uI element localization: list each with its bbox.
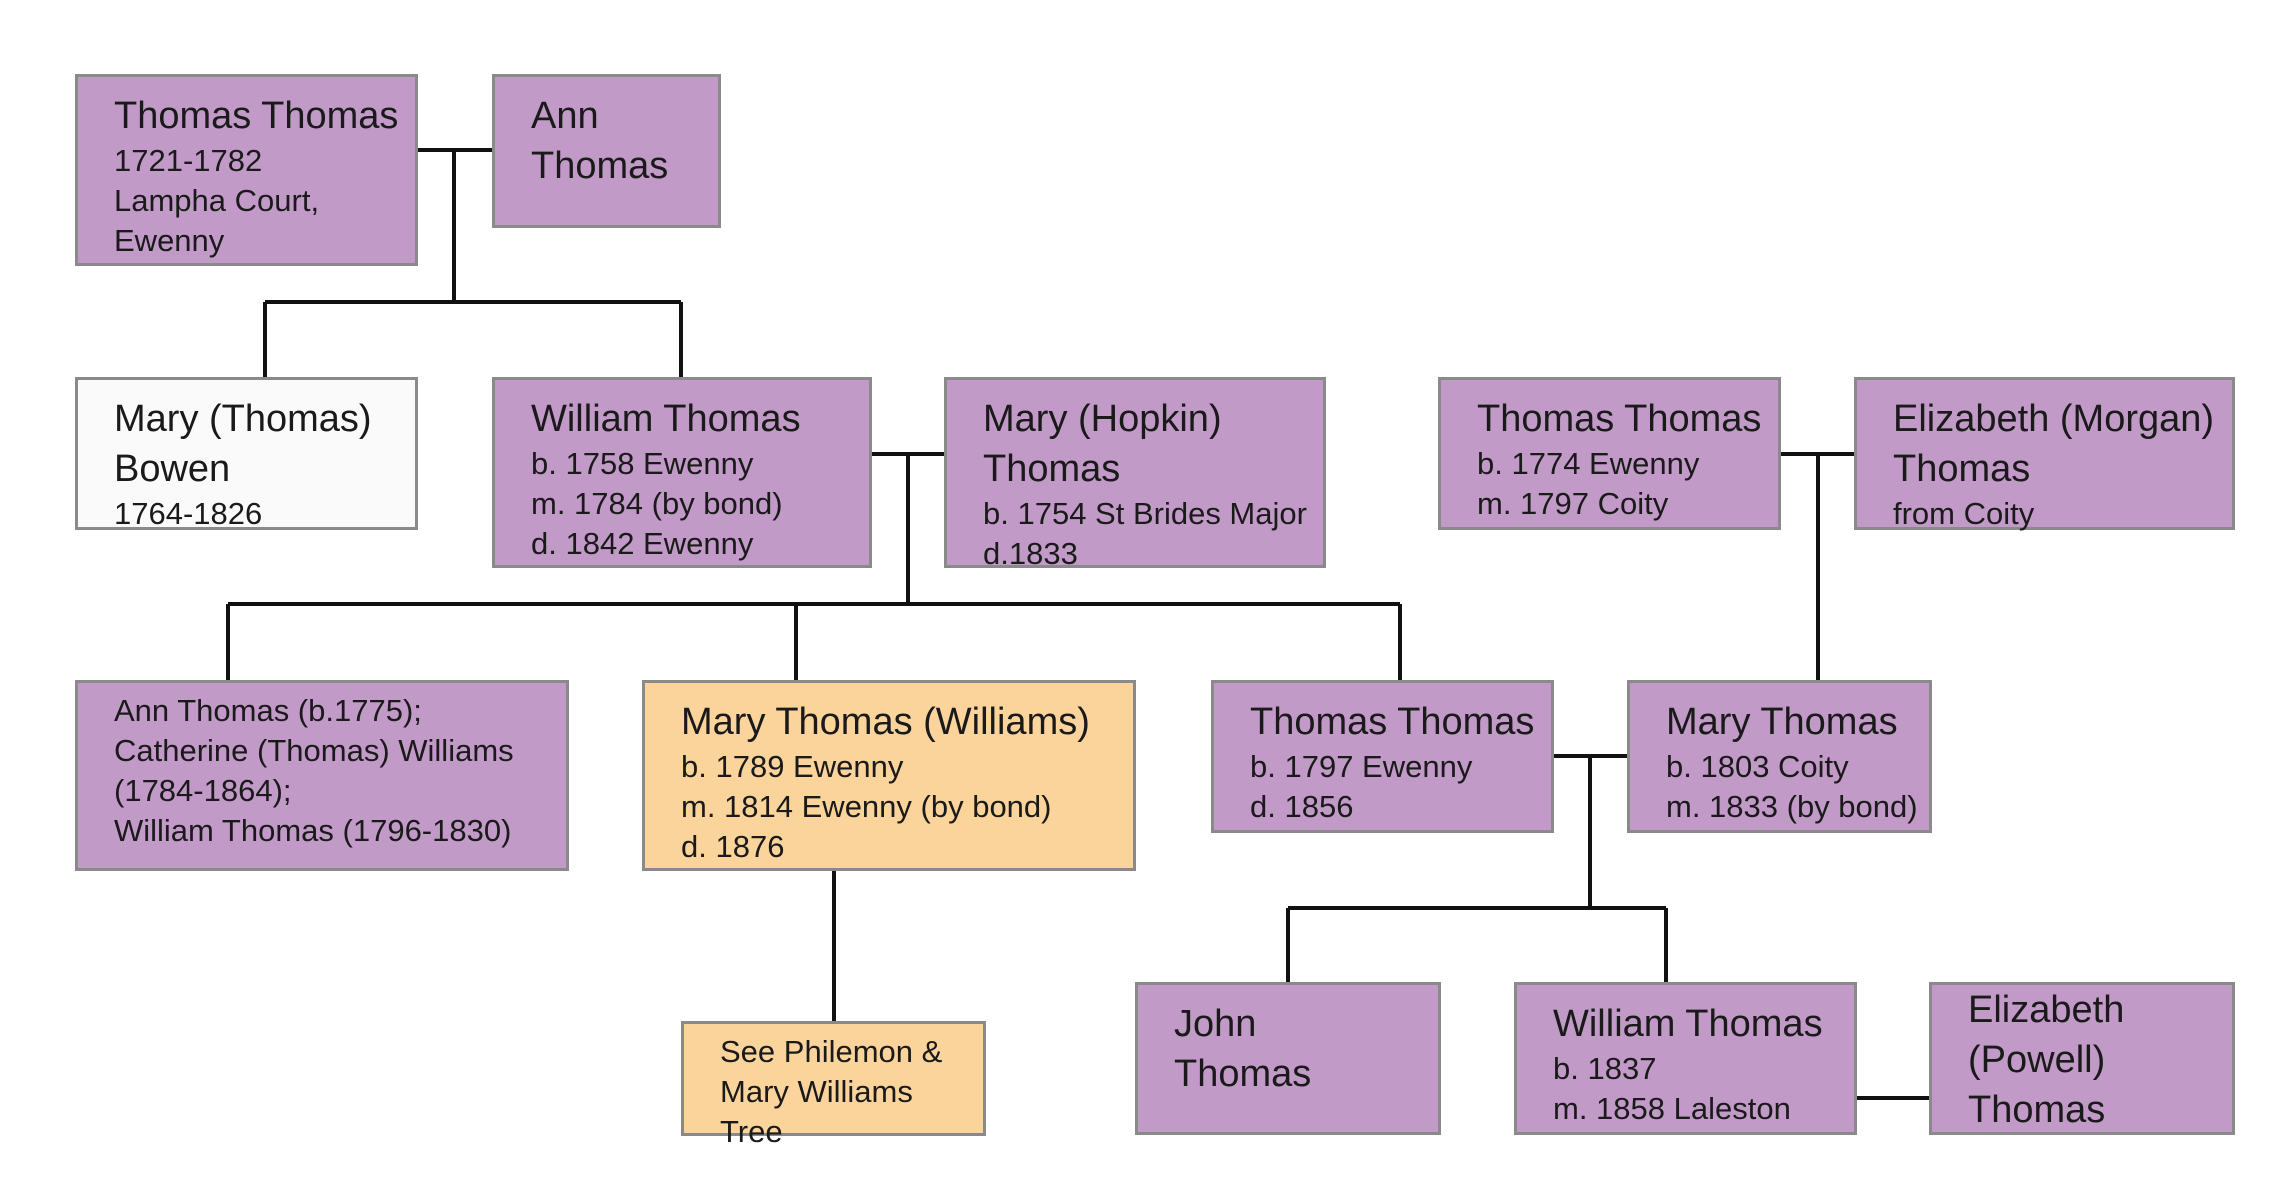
person-detail: d. 1876 <box>681 829 785 864</box>
person-detail: m. 1797 Coity <box>1477 486 1669 521</box>
person-box-thomas-thomas-1721: Thomas Thomas 1721-1782 Lampha Court, Ew… <box>75 74 418 266</box>
person-box-mary-thomas-williams: Mary Thomas (Williams) b. 1789 Ewenny m.… <box>642 680 1136 871</box>
person-detail: m. 1784 (by bond) <box>531 486 783 521</box>
person-name: Mary (Hopkin) Thomas <box>983 398 1222 490</box>
person-detail: b. 1754 St Brides Major <box>983 496 1307 531</box>
person-detail: m. 1833 (by bond) <box>1666 789 1918 824</box>
person-box-elizabeth-morgan: Elizabeth (Morgan) Thomas from Coity <box>1854 377 2235 531</box>
person-detail: b. 1774 Ewenny <box>1477 446 1700 481</box>
person-name: Thomas Thomas <box>114 95 399 137</box>
person-detail: Catherine (Thomas) Williams <box>114 733 514 768</box>
person-box-william-thomas-1758: William Thomas b. 1758 Ewenny m. 1784 (b… <box>492 377 872 568</box>
person-name: Ann Thomas <box>531 95 669 187</box>
person-name: Thomas Thomas <box>1477 398 1762 440</box>
person-name: Mary Thomas (Williams) <box>681 701 1090 743</box>
person-box-mary-hopkin: Mary (Hopkin) Thomas b. 1754 St Brides M… <box>944 377 1326 571</box>
person-detail: b. 1758 Ewenny <box>531 446 754 481</box>
person-box-siblings: Ann Thomas (b.1775); Catherine (Thomas) … <box>75 680 569 871</box>
person-detail: m. 1858 Laleston <box>1553 1091 1791 1126</box>
person-detail: d.1833 <box>983 536 1078 571</box>
person-name: Elizabeth (Powell) Thomas <box>1968 989 2125 1131</box>
person-detail: b. 1803 Coity <box>1666 749 1849 784</box>
person-detail: (1784-1864); <box>114 773 292 808</box>
person-name: William Thomas <box>1553 1003 1823 1045</box>
person-detail: William Thomas (1796-1830) <box>114 813 512 848</box>
person-detail: d. 1842 Ewenny <box>531 526 754 561</box>
see-philemon-tree-note: See Philemon & Mary Williams Tree <box>681 1021 986 1149</box>
person-box-john-thomas: John Thomas <box>1135 982 1441 1135</box>
person-box-mary-bowen: Mary (Thomas) Bowen 1764-1826 <box>75 377 418 531</box>
person-box-thomas-thomas-1774: Thomas Thomas b. 1774 Ewenny m. 1797 Coi… <box>1438 377 1781 530</box>
person-detail: b. 1789 Ewenny <box>681 749 904 784</box>
person-name: John Thomas <box>1174 1003 1312 1095</box>
person-name: Mary (Thomas) Bowen <box>114 398 372 490</box>
person-detail: d. 1856 <box>1250 789 1354 824</box>
person-box-ann-thomas: Ann Thomas <box>492 74 721 228</box>
person-detail: Ewenny <box>114 223 225 258</box>
note-text: See Philemon & <box>720 1034 943 1069</box>
person-detail: 1764-1826 <box>114 496 263 531</box>
person-detail: Lampha Court, <box>114 183 320 218</box>
person-name: Elizabeth (Morgan) Thomas <box>1893 398 2215 490</box>
person-detail: b. 1797 Ewenny <box>1250 749 1473 784</box>
person-box-elizabeth-powell: Elizabeth (Powell) Thomas <box>1929 982 2235 1135</box>
person-box-thomas-thomas-1797: Thomas Thomas b. 1797 Ewenny d. 1856 <box>1211 680 1554 833</box>
person-detail: Ann Thomas (b.1775); <box>114 693 422 728</box>
person-box-mary-thomas-1803: Mary Thomas b. 1803 Coity m. 1833 (by bo… <box>1627 680 1932 833</box>
person-box-william-thomas-1837: William Thomas b. 1837 m. 1858 Laleston <box>1514 982 1857 1135</box>
person-name: William Thomas <box>531 398 801 440</box>
person-detail: from Coity <box>1893 496 2035 531</box>
person-detail: m. 1814 Ewenny (by bond) <box>681 789 1052 824</box>
person-name: Thomas Thomas <box>1250 701 1535 743</box>
person-detail: b. 1837 <box>1553 1051 1657 1086</box>
note-text: Mary Williams Tree <box>720 1074 913 1149</box>
person-detail: 1721-1782 <box>114 143 263 178</box>
person-name: Mary Thomas <box>1666 701 1898 743</box>
